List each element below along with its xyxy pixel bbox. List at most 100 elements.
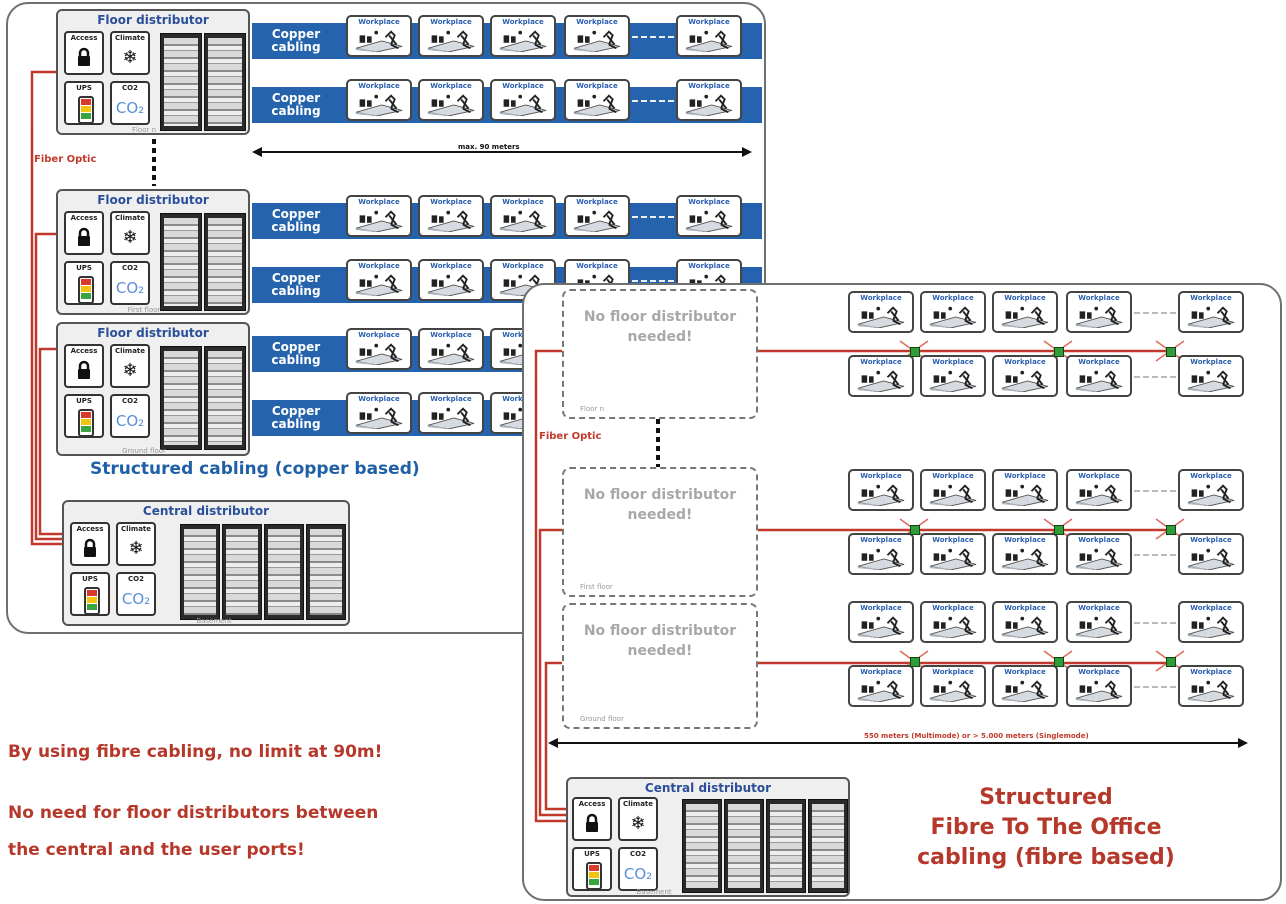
rack-panel [728,804,760,888]
workplace-box: Workplace [920,533,986,575]
ups-label: UPS [76,264,92,272]
workplace-icon-wrap [571,28,623,53]
workplace-icon [355,407,403,430]
workplace-icon-wrap [999,546,1051,571]
distance-label: 550 meters (Multimode) or > 5.000 meters… [864,732,1089,740]
climate-label: Climate [114,34,146,42]
climate-box: Climate❄ [110,211,150,255]
workplace-label: Workplace [932,604,974,612]
workplace-icon-wrap [1185,304,1237,329]
workplace-label: Workplace [1004,294,1046,302]
workplace-box: Workplace [490,79,556,121]
climate-box: Climate❄ [618,797,658,841]
workplace-label: Workplace [576,18,618,26]
workplace-label: Workplace [502,262,544,270]
workplace-label: Workplace [1190,294,1232,302]
workplace-label: Workplace [1078,358,1120,366]
workplace-label: Workplace [358,198,400,206]
workplace-icon-wrap [1073,482,1125,507]
workplace-icon-wrap [927,482,979,507]
workplace-icon-wrap [425,92,477,117]
workplace-box: Workplace [676,79,742,121]
workplace-icon-wrap [353,92,405,117]
workplace-box: Workplace [1066,291,1132,333]
workplace-box: Workplace [848,601,914,643]
workplace-box: Workplace [1066,355,1132,397]
workplace-box: Workplace [346,392,412,434]
rack-panel [226,529,258,615]
workplace-icon-wrap [1185,546,1237,571]
rack-panel [310,529,342,615]
workplace-icon [1001,370,1049,393]
co2-label: CO2 [630,850,646,858]
empty-floor-distributor: No floor distributor needed!Floor n [562,289,758,419]
co2-icon: CO₂ [115,412,145,430]
copper-wiring-layer [30,70,752,546]
workplace-icon [499,30,547,53]
access-label: Access [578,800,606,808]
central-distributor-title: Central distributor [142,504,270,518]
workplace-box: Workplace [346,79,412,121]
climate-box: Climate❄ [116,522,156,566]
workplace-box: Workplace [346,259,412,301]
rack-icon [160,213,202,311]
workplace-icon-wrap [999,304,1051,329]
workplace-icon-wrap [999,368,1051,393]
workplace-icon-wrap [1073,614,1125,639]
workplace-icon-wrap [353,341,405,366]
co2-label: CO2 [122,264,138,272]
workplace-label: Workplace [430,82,472,90]
workplace-box: Workplace [1178,291,1244,333]
copper-cabling-label: Copper cabling [271,27,321,54]
fiber-optic-lines [30,70,62,546]
dashed-continuation [632,216,674,218]
workplace-box: Workplace [848,469,914,511]
access-label: Access [70,34,98,42]
fiber-optic-label: Fiber Optic [34,154,97,165]
fiber-splice-node [1054,347,1064,357]
workplace-label: Workplace [1004,604,1046,612]
workplace-box: Workplace [848,533,914,575]
padlock-icon [72,538,108,564]
workplace-icon [1075,680,1123,703]
workplace-icon [685,94,733,117]
workplace-label: Workplace [1190,472,1232,480]
padlock-icon [66,47,102,73]
workplace-label: Workplace [932,536,974,544]
workplace-box: Workplace [920,601,986,643]
workplace-label: Workplace [1004,536,1046,544]
fibre-caption-line2: Fibre To The Office [930,815,1162,840]
co2-label: CO2 [128,575,144,583]
workplace-box: Workplace [564,195,630,237]
workplace-icon-wrap [855,678,907,703]
padlock-icon [78,47,90,66]
workplace-box: Workplace [992,291,1058,333]
workplace-icon-wrap [999,678,1051,703]
rack-icon [204,346,246,450]
floor-name: First floor [580,583,613,591]
workplace-label: Workplace [430,18,472,26]
copper-cabling-label: Copper cabling [271,207,321,234]
battery-icon [78,96,94,124]
rack-icon [766,799,806,893]
workplace-box: Workplace [490,195,556,237]
workplace-icon-wrap [425,208,477,233]
ups-label: UPS [584,850,600,858]
co2-icon: CO₂ [115,99,145,117]
rack-panel [164,351,198,445]
workplace-label: Workplace [358,18,400,26]
rack-icon [682,799,722,893]
climate-label: Climate [120,525,152,533]
workplace-label: Workplace [1078,668,1120,676]
workplace-icon-wrap [855,546,907,571]
access-label: Access [70,214,98,222]
workplace-icon-wrap [1185,678,1237,703]
no-floor-distributor-text: No floor distributor needed! [583,309,737,345]
workplace-icon-wrap [999,614,1051,639]
dashed-continuation [1134,622,1176,624]
